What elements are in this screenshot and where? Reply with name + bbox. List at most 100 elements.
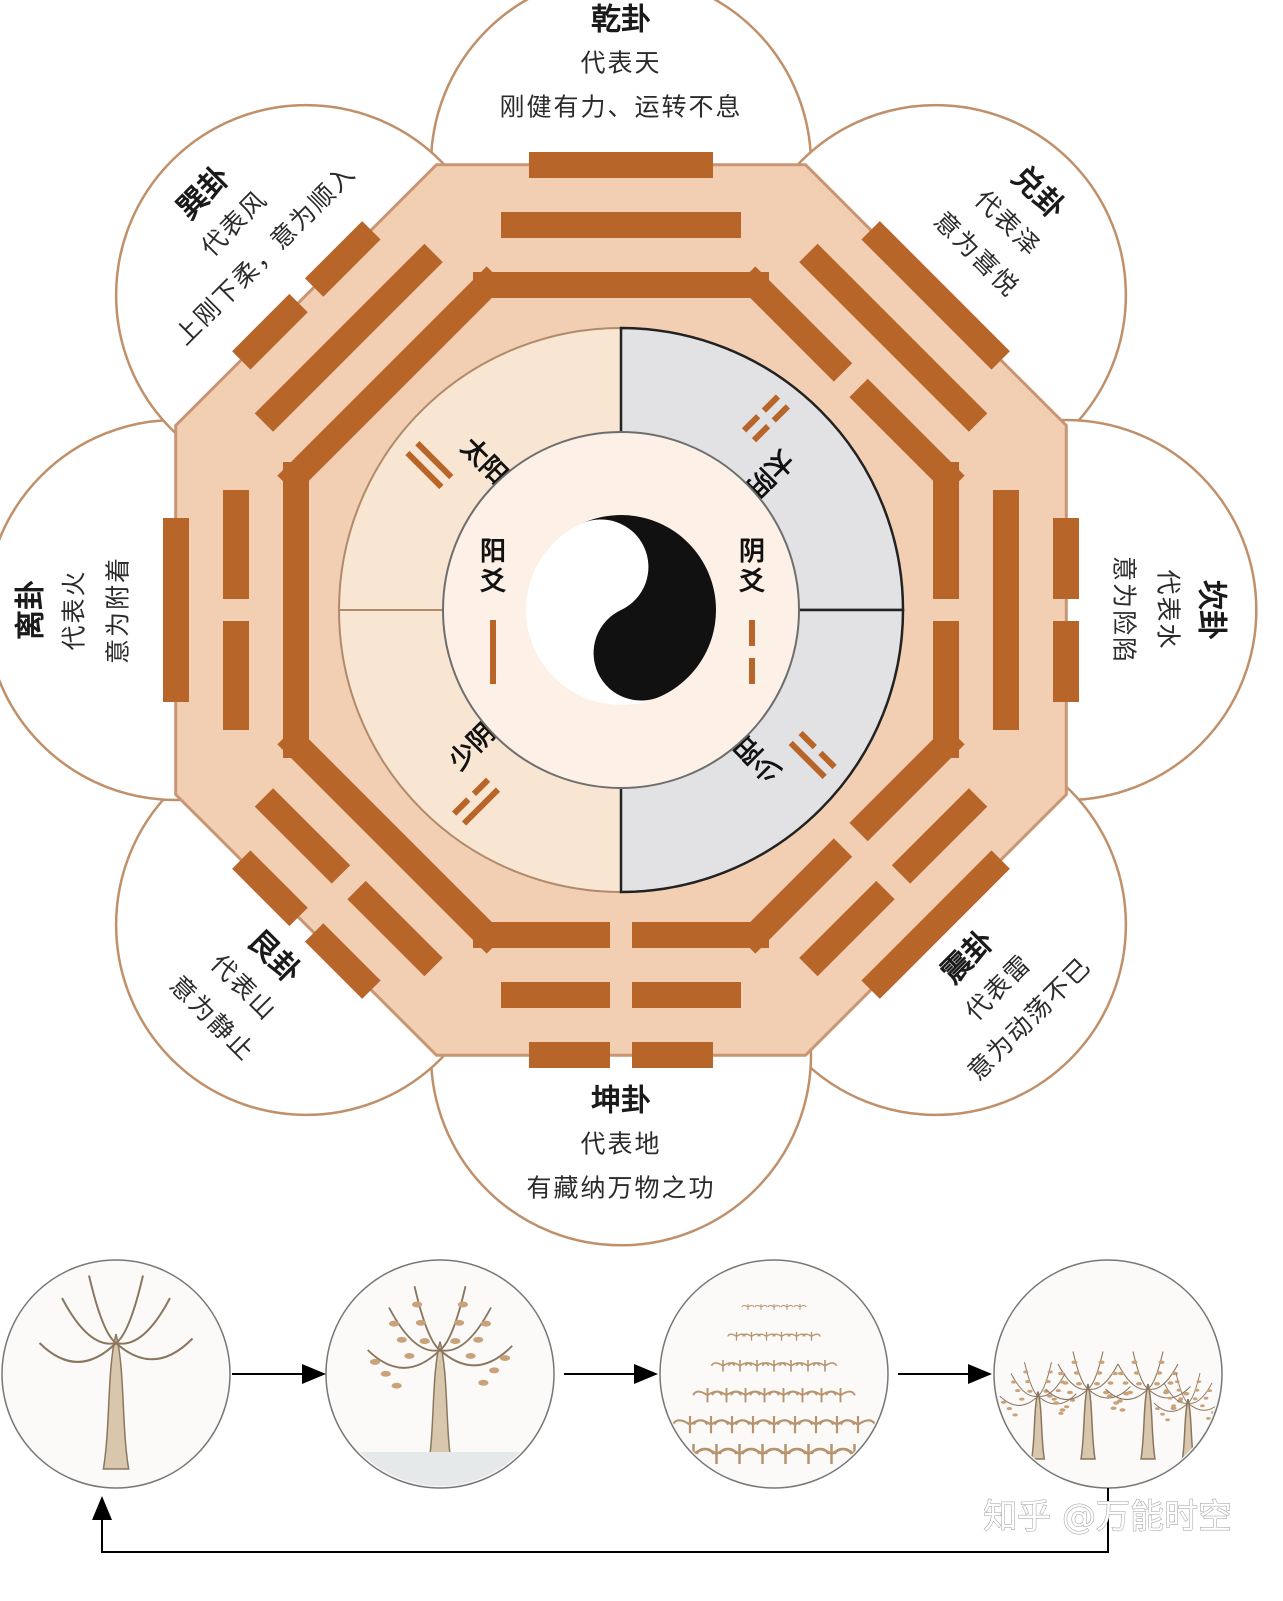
tree-leaf — [1058, 1371, 1064, 1376]
tree-leaf — [1172, 1371, 1178, 1376]
seedling — [662, 1444, 692, 1464]
tree-leaf — [1103, 1390, 1109, 1395]
ring-yin-mark-top — [818, 750, 837, 770]
tree-branch — [1147, 1351, 1164, 1390]
yin-bar-left — [223, 621, 249, 730]
trigram-desc-1: 有藏纳万物之功 — [526, 1173, 715, 1202]
ring-yin-mark-bottom — [798, 730, 817, 750]
trigram-li — [163, 462, 309, 758]
tree-leaf — [1206, 1417, 1211, 1420]
trigram-bars — [163, 152, 1079, 1068]
tree-leaf — [1133, 1371, 1140, 1375]
tree-branch — [1087, 1351, 1104, 1390]
trigram-qian — [473, 152, 769, 298]
yin-bar-left — [232, 293, 308, 370]
yang-bar — [277, 266, 506, 495]
seedling — [802, 1332, 821, 1341]
ground — [328, 1452, 552, 1486]
ring-yin-mark-bottom — [751, 424, 771, 443]
tree-leaf — [1096, 1371, 1103, 1375]
yin-bar-left — [736, 266, 853, 382]
tree-leaf — [1046, 1394, 1053, 1398]
yin-bar-right — [799, 880, 895, 977]
stage-art — [38, 1275, 194, 1470]
tree-leaf — [1158, 1360, 1165, 1364]
tree-leaf — [1076, 1382, 1082, 1386]
yin-bar-left — [1053, 518, 1079, 599]
yang-bar — [861, 850, 1010, 999]
yin-bar-left — [632, 1042, 713, 1068]
tree-branch — [115, 1275, 144, 1344]
tree-leaf — [1207, 1389, 1212, 1392]
tree-leaf — [1051, 1397, 1057, 1401]
yang-bar — [254, 243, 443, 432]
seedling — [780, 1304, 794, 1310]
seedling — [767, 1304, 781, 1310]
tree-leaf — [411, 1301, 423, 1308]
ring-yin-mark-top — [771, 404, 790, 423]
tree-leaf — [1192, 1397, 1198, 1401]
tree-branch — [1087, 1386, 1131, 1399]
yang-bar — [473, 272, 769, 298]
tree-leaf — [1171, 1404, 1176, 1408]
seedling — [772, 1332, 791, 1341]
yang-bar — [529, 152, 713, 178]
tree-leaf — [489, 1367, 500, 1374]
tree-branch — [413, 1286, 441, 1351]
tree-leaf — [1154, 1382, 1160, 1386]
yang-bar — [277, 725, 506, 954]
stage-circle — [993, 1259, 1223, 1489]
yin-bar-right — [1053, 621, 1079, 702]
tree-branch — [1057, 1363, 1089, 1390]
seedling — [757, 1332, 776, 1341]
yang-bar — [993, 490, 1019, 730]
cycle-stage-bare-tree — [1, 1259, 231, 1489]
yin-bar-right — [254, 788, 351, 884]
tree-leaf — [1063, 1405, 1070, 1409]
tree-leaf — [1011, 1380, 1017, 1384]
yang-bar — [283, 462, 309, 758]
tree-leaf — [396, 1336, 407, 1343]
tree-leaf — [1174, 1380, 1180, 1383]
tree-leaf — [369, 1358, 381, 1365]
yang-yao-mark — [490, 620, 496, 684]
tree-leaf — [1167, 1396, 1173, 1400]
tree-leaf — [380, 1370, 391, 1377]
tree-branch — [1105, 1388, 1149, 1401]
tree-leaf — [389, 1320, 400, 1327]
stage-circle — [659, 1259, 889, 1489]
tree-branch — [1010, 1373, 1039, 1397]
trigram-desc-0: 代表水 — [1153, 569, 1182, 650]
tree-leaf — [1178, 1397, 1184, 1401]
trigram-desc-0: 代表火 — [60, 569, 89, 650]
trigram-desc-1: 意为险陷 — [1109, 556, 1138, 664]
seedling — [839, 1416, 877, 1434]
cycle-stage-fruiting-tree — [325, 1259, 555, 1489]
tree-branch — [1024, 1362, 1039, 1397]
tree-branch — [1037, 1362, 1052, 1397]
trigram-gen — [232, 725, 506, 999]
yin-bar-right — [933, 621, 959, 758]
tree-leaf — [473, 1336, 484, 1343]
tree-leaf — [415, 1319, 426, 1326]
tree-branch — [1187, 1382, 1213, 1404]
trigram-xun — [232, 221, 506, 495]
tree-leaf — [1136, 1382, 1142, 1386]
tree-leaf — [478, 1379, 489, 1386]
yin-bar-left — [347, 880, 443, 977]
tree-leaf — [391, 1382, 402, 1389]
yin-bar-right — [304, 221, 381, 297]
tree-branch — [1037, 1373, 1066, 1397]
tree-branch — [61, 1297, 117, 1345]
tree-leaf — [465, 1352, 476, 1359]
tree-branch — [1153, 1402, 1189, 1412]
tree-trunk — [1080, 1383, 1096, 1460]
trigram-name: 离卦 — [14, 580, 49, 640]
tree-branch — [1132, 1351, 1149, 1390]
yang-yao-label-char: 阳 — [480, 537, 506, 567]
taiji-black-dot — [629, 641, 654, 666]
watermark-text: 知乎 @万能时空 — [983, 1497, 1232, 1537]
yin-bar-left — [304, 923, 381, 999]
